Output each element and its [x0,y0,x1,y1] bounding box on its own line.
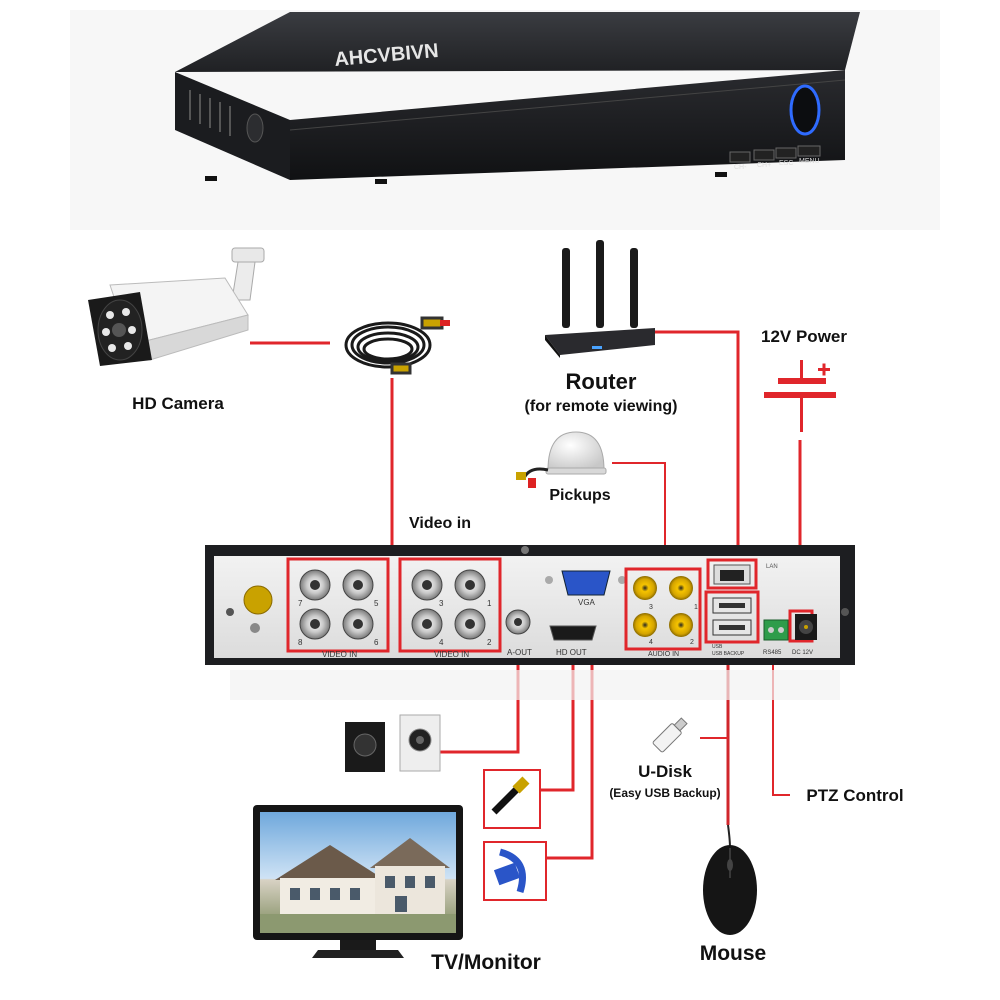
hdmi-cable-icon [483,769,541,829]
ch-minus-label: CH- [734,164,747,171]
rca-ports [633,576,693,637]
front-buttons: CH- CH+ ESC MENU [729,145,821,171]
usb-backup-label: USB BACKUP [712,651,745,657]
power-label: 12V Power [761,327,847,346]
speakers-icon [345,714,441,772]
router-icon [545,240,655,358]
ch-plus-button[interactable] [753,149,775,161]
mouse-label: Mouse [700,942,767,965]
dvr-rear-panel: 7 5 8 6 VIDEO IN 3 1 4 2 VIDEO IN A-OUT … [205,545,855,700]
vga-cable-icon [483,841,547,901]
u-disk-sublabel: (Easy USB Backup) [609,786,720,800]
video-in-left-label: VIDEO IN [322,650,357,659]
hd-out-port [549,625,597,641]
channel-7-label: 7 [298,599,303,608]
ch-plus-label: CH+ [757,162,771,169]
channel-5-label: 5 [374,599,379,608]
usb-label: USB [712,644,723,650]
mouse-icon [703,824,757,935]
bnc-ports-right [411,569,486,640]
audio-in-highlight [624,567,702,651]
video-in-highlight-left [286,557,390,653]
channel-1-label: 1 [487,599,492,608]
bnc-ports-left [299,569,374,640]
hd-out-label: HD OUT [556,648,587,657]
video-in-label: Video in [409,515,471,532]
channel-2-label: 2 [487,638,492,647]
dvr-front-view: AHCVBIVN CH- CH+ ESC MENU [70,10,940,230]
audio-channel-3-label: 3 [649,604,653,611]
menu-button[interactable] [797,145,821,157]
channel-6-label: 6 [374,638,379,647]
esc-label: ESC [779,160,793,167]
ch-minus-button[interactable] [729,151,751,163]
video-in-right-label: VIDEO IN [434,650,469,659]
vent-slots [189,90,231,136]
tv-monitor-label: TV/Monitor [431,951,541,974]
rs485-label: RS485 [763,650,782,656]
monitor-icon [253,805,463,958]
vga-label: VGA [578,598,596,607]
router-label: Router [566,369,637,394]
u-disk-label: U-Disk [638,762,692,781]
pickups-label: Pickups [549,487,610,504]
usb-drive-icon [652,717,688,753]
power-symbol-icon [764,360,836,432]
dc12v-label: DC 12V [792,650,813,656]
ptz-control-label: PTZ Control [806,786,903,805]
audio-in-label: AUDIO IN [648,651,679,658]
hd-camera-label: HD Camera [132,394,224,413]
usb-ports-highlight [704,590,760,644]
channel-3-label: 3 [439,599,444,608]
esc-button[interactable] [775,147,797,159]
audio-channel-4-label: 4 [649,639,653,646]
channel-8-label: 8 [298,638,303,647]
lan-label: LAN [766,564,778,570]
audio-channel-1-label: 1 [694,604,698,611]
channel-4-label: 4 [439,638,444,647]
router-sublabel: (for remote viewing) [525,398,678,415]
pickup-microphone-icon [516,431,607,488]
house-image [260,838,456,933]
video-in-highlight-right [398,557,502,653]
bnc-cable-icon [344,316,450,375]
audio-channel-2-label: 2 [690,639,694,646]
vga-port [561,570,611,596]
menu-label: MENU [799,158,820,165]
lan-port-highlight [706,558,758,590]
a-out-label: A-OUT [507,648,532,657]
hd-camera-icon [88,247,265,366]
ground-screw [243,585,273,615]
power-button[interactable] [789,84,821,136]
rs485-terminal [763,619,789,641]
